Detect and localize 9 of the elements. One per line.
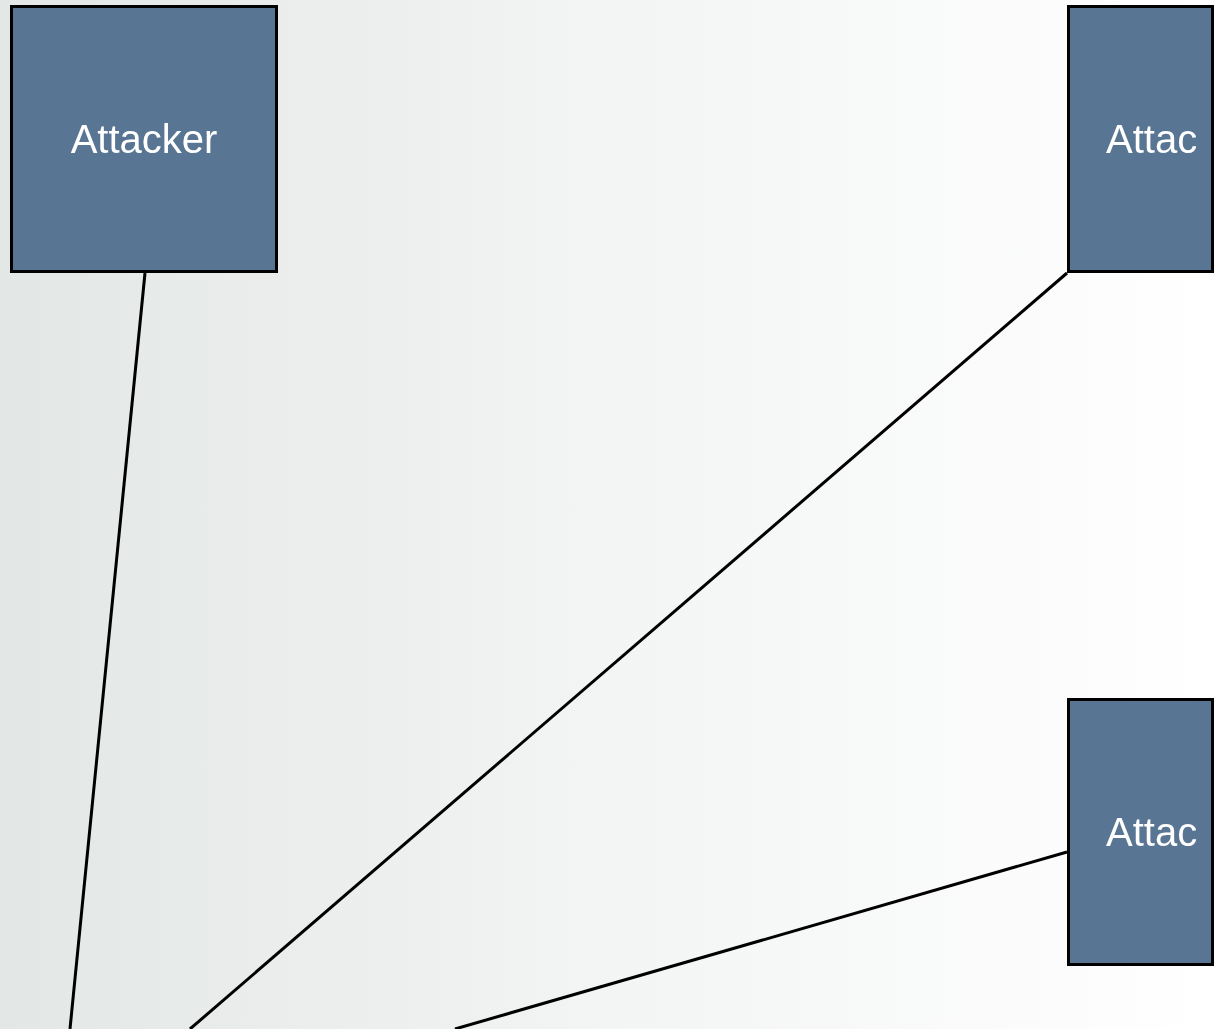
node-label: Attac	[1106, 119, 1198, 159]
connector-line	[454, 850, 1068, 1029]
attacker-box	[1067, 698, 1214, 966]
connector-line	[189, 271, 1068, 1029]
attacker-box	[1067, 5, 1214, 273]
node-label: Attacker	[70, 119, 218, 159]
node-label: Attac	[1106, 812, 1198, 852]
attacker-box	[10, 5, 278, 273]
connector-line	[68, 272, 147, 1029]
